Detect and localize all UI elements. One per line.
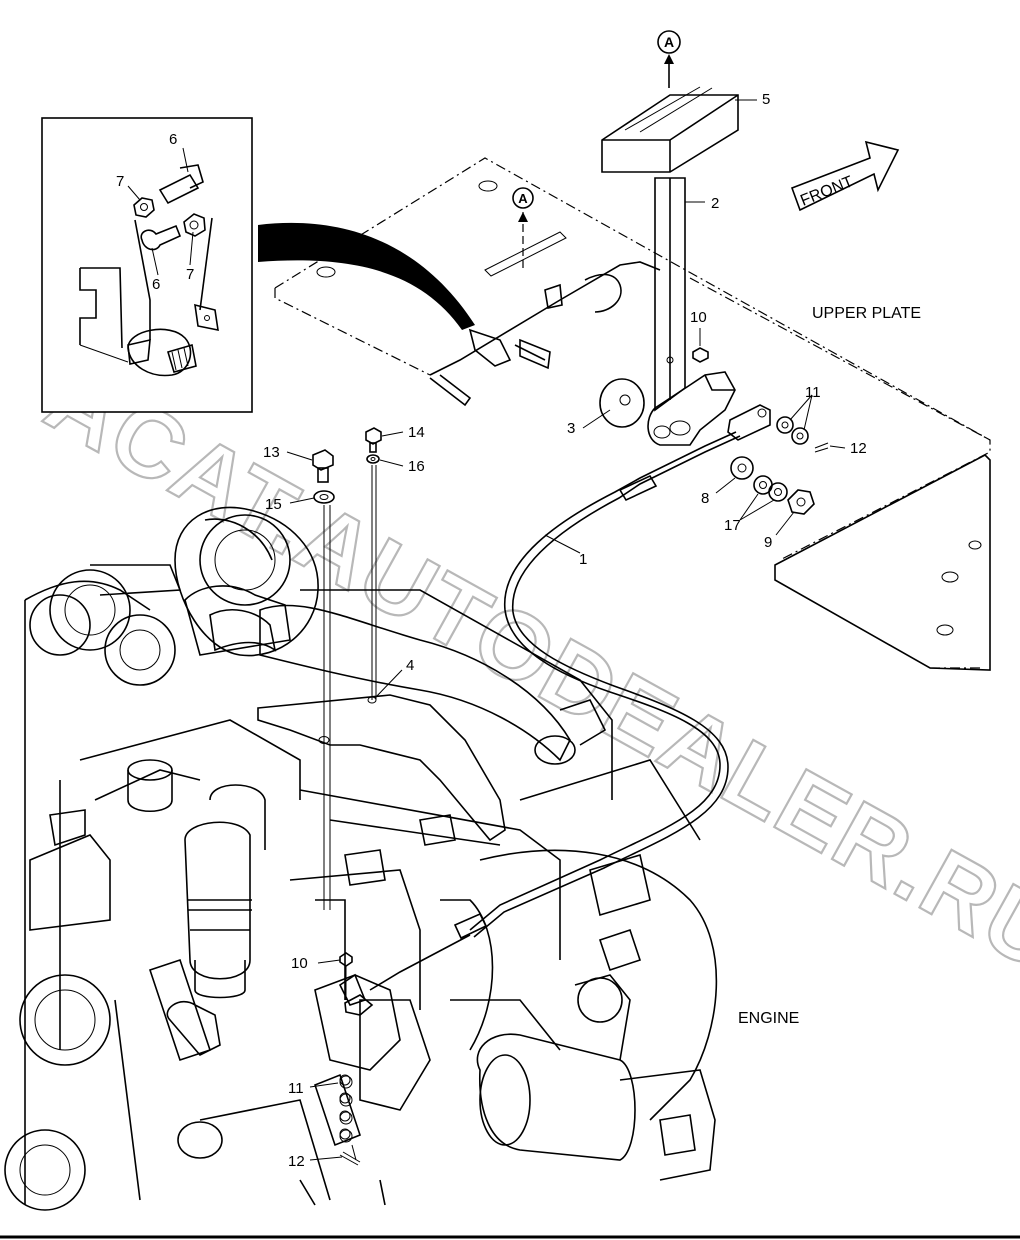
callout-13: 13 bbox=[263, 444, 280, 461]
callout-2: 2 bbox=[711, 195, 719, 212]
callout-6a: 6 bbox=[169, 131, 177, 148]
upper-plate bbox=[274, 157, 991, 671]
callout-4: 4 bbox=[406, 657, 414, 674]
callout-14: 14 bbox=[408, 424, 425, 441]
leader-lines bbox=[127, 99, 846, 1161]
callout-12b: 12 bbox=[288, 1153, 305, 1170]
engine-caption: ENGINE bbox=[738, 1010, 799, 1027]
callout-5: 5 bbox=[762, 91, 770, 108]
marker-a-top: A bbox=[657, 30, 681, 88]
detail-inset bbox=[41, 117, 253, 413]
callout-10b: 10 bbox=[291, 955, 308, 972]
callout-7a: 7 bbox=[116, 173, 124, 190]
callout-8: 8 bbox=[701, 490, 709, 507]
detail-pointer-arrow bbox=[258, 222, 475, 330]
callout-11a: 11 bbox=[805, 384, 821, 401]
marker-a-plate: A bbox=[512, 187, 534, 270]
callout-11b: 11 bbox=[288, 1080, 304, 1097]
watermark: ACAT.AUTODEALER.RU bbox=[30, 345, 1020, 992]
engine-block bbox=[4, 506, 718, 1211]
marker-a-top-label: A bbox=[664, 34, 674, 50]
bracket-hardware bbox=[312, 427, 382, 910]
callout-10a: 10 bbox=[690, 309, 707, 326]
callout-12a: 12 bbox=[850, 440, 867, 457]
callout-7b: 7 bbox=[186, 266, 194, 283]
callout-3: 3 bbox=[567, 420, 575, 437]
upper-plate-caption: UPPER PLATE bbox=[812, 305, 921, 322]
front-direction-arrow: FRONT bbox=[790, 140, 900, 212]
throttle-cable bbox=[369, 431, 741, 991]
callout-16: 16 bbox=[408, 458, 425, 475]
engine-bracket bbox=[257, 694, 506, 842]
callout-9: 9 bbox=[764, 534, 772, 551]
callout-6b: 6 bbox=[152, 276, 160, 293]
lever-assembly bbox=[599, 86, 829, 515]
marker-a-plate-label: A bbox=[518, 191, 528, 206]
lower-linkage bbox=[339, 952, 374, 1166]
callout-15: 15 bbox=[265, 496, 282, 513]
callout-17: 17 bbox=[724, 517, 741, 534]
callout-1: 1 bbox=[579, 551, 587, 568]
callouts: 1 2 3 4 5 6 6 7 7 8 9 10 10 11 11 12 12 … bbox=[116, 91, 867, 1170]
